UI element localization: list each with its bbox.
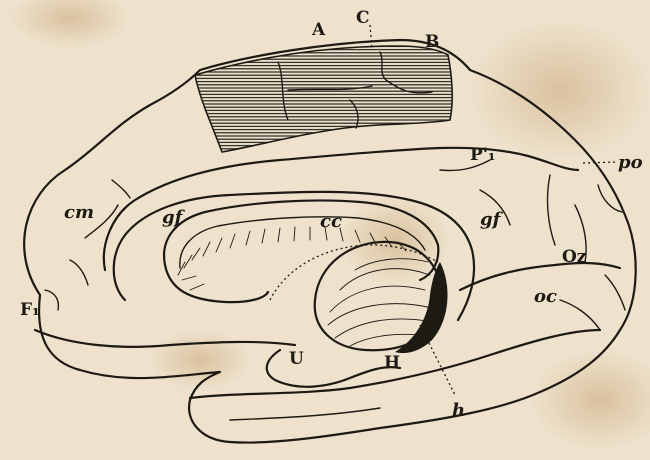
label-F1: F₁ xyxy=(20,300,40,320)
inferior-sulcus xyxy=(230,408,380,420)
label-C: C xyxy=(356,8,370,28)
label-B: B xyxy=(425,32,439,52)
occipital-branches xyxy=(560,275,625,330)
label-h: h xyxy=(452,400,465,421)
label-Oz: Oz xyxy=(562,247,587,267)
pointer-h xyxy=(420,325,455,395)
label-gf-left: gf xyxy=(162,207,186,228)
label-A: A xyxy=(311,20,326,40)
label-po: po xyxy=(618,152,643,173)
hippocampal-gyrus xyxy=(267,350,400,387)
label-cm: cm xyxy=(64,202,94,223)
label-oc: oc xyxy=(534,286,557,307)
label-cc: cc xyxy=(320,211,342,232)
pointer-po xyxy=(583,162,618,163)
label-P1: P'₁ xyxy=(470,145,495,165)
label-gf-right: gf xyxy=(480,209,504,230)
frontal-sulci xyxy=(45,260,88,310)
label-U: U xyxy=(289,349,304,369)
label-H: H xyxy=(384,353,400,373)
